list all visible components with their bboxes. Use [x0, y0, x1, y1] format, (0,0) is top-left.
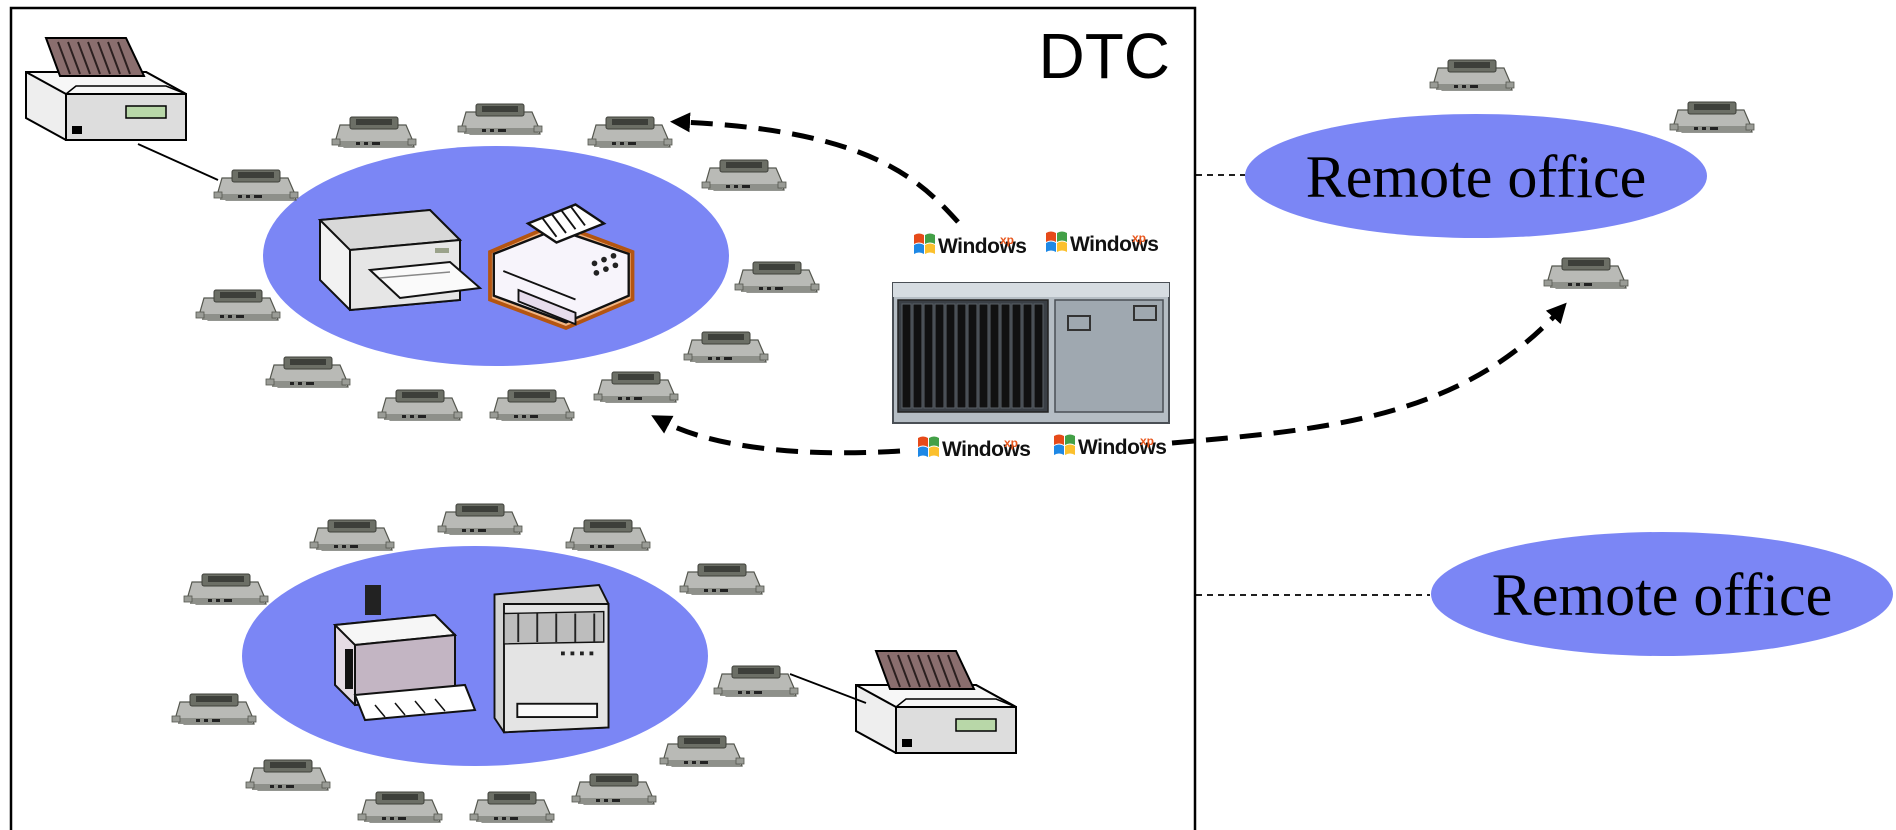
thin-client-terminal-icon: [357, 791, 443, 823]
arrow-to-remote-office: [1171, 302, 1567, 446]
windows-flag-icon: [918, 436, 939, 457]
dot-matrix-printer-icon: [855, 650, 1017, 754]
thin-client-terminal-icon: [437, 503, 523, 535]
thin-client-terminal-icon: [679, 563, 765, 595]
thin-client-terminal-icon: [245, 759, 331, 791]
thin-client-terminal-icon: [331, 116, 417, 148]
thin-client-terminal-icon: [195, 289, 281, 321]
remote-office-2-label: Remote office: [1492, 562, 1832, 628]
windows-badge-suffix: xp: [1140, 434, 1154, 448]
thin-client-terminal-icon: [1429, 59, 1515, 91]
thin-client-terminal-icon: [565, 519, 651, 551]
thin-client-terminal-icon: [701, 159, 787, 191]
thin-client-terminal-icon: [1669, 101, 1755, 133]
windows-xp-badge-2: Windows xp: [1046, 231, 1159, 256]
arrow-to-lower-left-cluster: [651, 415, 901, 456]
thin-client-terminal-icon: [469, 791, 555, 823]
windows-flag-icon: [1054, 434, 1075, 455]
thin-client-terminal-icon: [1543, 257, 1629, 289]
windows-xp-badge-3: Windows xp: [918, 436, 1031, 461]
dtc-boundary: [9, 6, 1197, 830]
printer-cable: [137, 143, 219, 181]
windows-badge-suffix: xp: [1132, 231, 1146, 245]
windows-badge-word: Windows: [938, 235, 1026, 258]
thin-client-terminal-icon: [713, 665, 799, 697]
thin-client-terminal-icon: [183, 573, 269, 605]
blade-server-chassis-icon: [892, 282, 1170, 424]
remote-office-1-label: Remote office: [1306, 144, 1646, 210]
thin-client-terminal-icon: [377, 389, 463, 421]
thin-client-terminal-icon: [265, 356, 351, 388]
thin-client-terminal-icon: [489, 389, 575, 421]
thin-client-terminal-icon: [683, 331, 769, 363]
thin-client-terminal-icon: [593, 371, 679, 403]
windows-badge-suffix: xp: [1000, 233, 1014, 247]
dot-matrix-printer-icon: [25, 37, 187, 141]
arrow-to-upper-cluster: [670, 112, 960, 224]
windows-flag-icon: [1046, 231, 1067, 252]
windows-badge-word: Windows: [942, 438, 1030, 461]
windows-badge-word: Windows: [1078, 436, 1166, 459]
thin-client-terminal-icon: [309, 519, 395, 551]
windows-flag-icon: [914, 233, 935, 254]
thin-client-terminal-icon: [457, 103, 543, 135]
remote-office-1: Remote office: [1245, 114, 1707, 238]
dtc-label: DTC: [1038, 20, 1170, 92]
thin-client-terminal-icon: [171, 693, 257, 725]
thin-client-terminal-icon: [587, 116, 673, 148]
remote-office-2: Remote office: [1431, 532, 1893, 656]
thin-client-terminal-icon: [213, 169, 299, 201]
lower-printer-cluster: [242, 546, 708, 766]
windows-badge-word: Windows: [1070, 233, 1158, 256]
windows-badge-suffix: xp: [1004, 436, 1018, 450]
thin-client-terminal-icon: [659, 735, 745, 767]
printer-cable: [789, 673, 867, 704]
thin-client-terminal-icon: [734, 261, 820, 293]
laser-printer-icon: [493, 584, 610, 734]
windows-xp-badge-1: Windows xp: [914, 233, 1027, 258]
thin-client-terminal-icon: [571, 773, 657, 805]
windows-xp-badge-4: Windows xp: [1054, 434, 1167, 459]
